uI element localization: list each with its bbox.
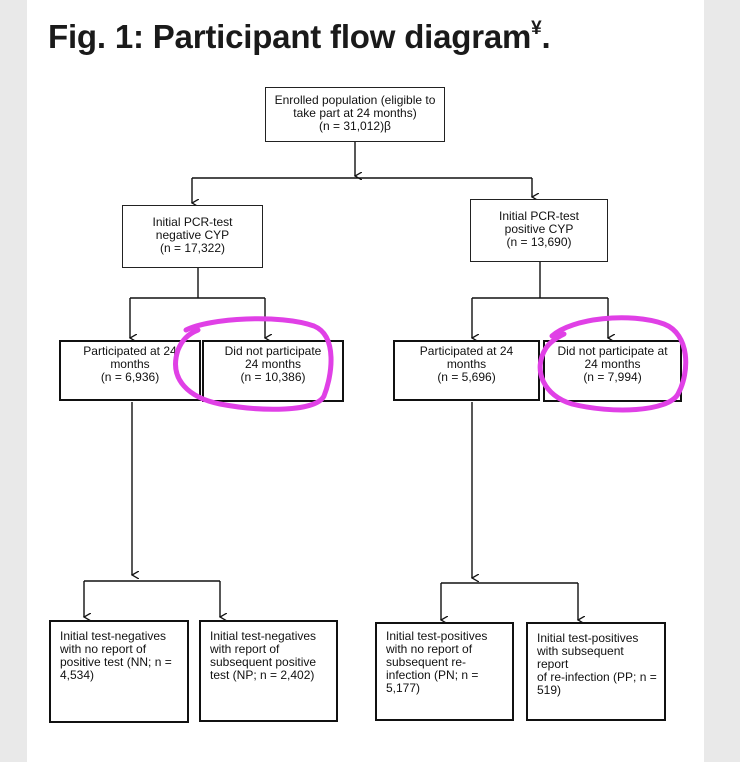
box-pn: Initial test-positives with no report of…	[375, 622, 514, 721]
box-nn: Initial test-negatives with no report of…	[49, 620, 189, 723]
box-enrolled: Enrolled population (eligible to take pa…	[265, 87, 445, 142]
annotation-circle-neg	[173, 316, 334, 412]
figure-title-end: .	[541, 18, 551, 55]
box-pos-not-participated: Did not participate at 24 months (n = 7,…	[543, 340, 682, 402]
annotation-circle-pos	[537, 315, 689, 413]
figure-title-mark: ¥	[531, 18, 542, 39]
figure-title-text: Fig. 1: Participant flow diagram	[48, 18, 532, 55]
box-pos-initial: Initial PCR-test positive CYP (n = 13,69…	[470, 199, 608, 262]
box-pp: Initial test-positives with subsequent r…	[526, 622, 666, 721]
box-np: Initial test-negatives with report of su…	[199, 620, 338, 722]
figure-title: Fig. 1: Participant flow diagram¥.	[48, 18, 551, 56]
box-neg-not-participated: Did not participate 24 months (n = 10,38…	[202, 340, 344, 402]
box-neg-initial: Initial PCR-test negative CYP (n = 17,32…	[122, 205, 263, 268]
